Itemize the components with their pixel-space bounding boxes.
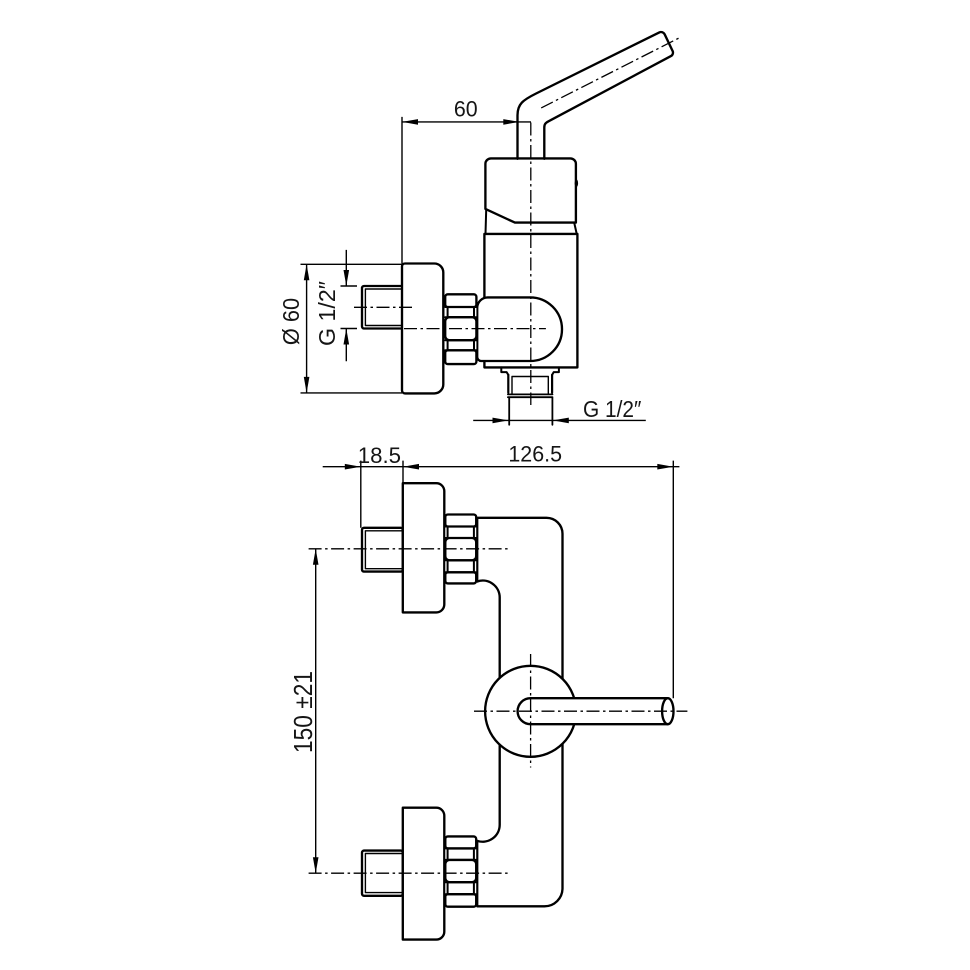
svg-text:G 1/2″: G 1/2″ bbox=[583, 396, 641, 422]
svg-text:18.5: 18.5 bbox=[358, 443, 401, 468]
svg-text:60: 60 bbox=[454, 96, 478, 121]
svg-text:150 ±21: 150 ±21 bbox=[288, 671, 318, 753]
svg-text:126.5: 126.5 bbox=[508, 442, 562, 467]
svg-text:Ø 60: Ø 60 bbox=[278, 298, 304, 345]
svg-text:G 1/2″: G 1/2″ bbox=[314, 281, 340, 346]
